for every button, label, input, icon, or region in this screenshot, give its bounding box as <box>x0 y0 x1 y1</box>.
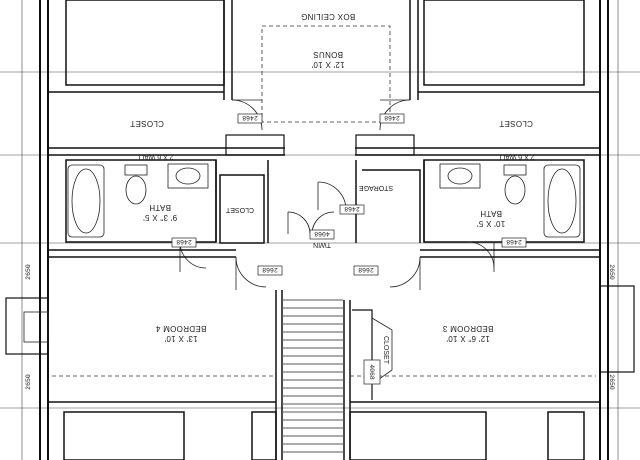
right-window-bay <box>599 285 635 373</box>
box-ceiling-label: BOX CEILING <box>301 12 355 21</box>
bath-left-label: BATH <box>149 203 171 212</box>
svg-text:2468: 2468 <box>506 238 522 245</box>
wall-left-label: 2 X 6 WALL <box>136 153 173 160</box>
hall-doors <box>287 181 347 235</box>
window-tag-left-lower: 2650 <box>25 374 32 390</box>
svg-text:4068: 4068 <box>314 230 330 237</box>
window-tag-left-upper: 2650 <box>25 264 32 280</box>
sink-left-icon <box>167 163 209 189</box>
door-tag-closet-right: 2468 <box>379 113 405 124</box>
sink-right-icon <box>439 163 481 189</box>
toilet-left-icon <box>124 164 148 205</box>
closet-small-label: CLOSET <box>382 336 389 365</box>
svg-text:2468: 2468 <box>242 114 258 121</box>
door-tag-twin: 4068 <box>309 229 335 240</box>
door-tag-closet-small: 4068 <box>363 359 381 385</box>
closet-right-label: CLOSET <box>499 119 533 128</box>
bedroom-doors <box>235 256 421 290</box>
svg-text:2668: 2668 <box>358 266 374 273</box>
door-tag-storage: 2468 <box>339 204 365 215</box>
door-tag-closet-left: 2468 <box>237 113 263 124</box>
upper-walls <box>48 0 600 156</box>
bonus-room-label: BONUS <box>313 50 343 59</box>
window-tag-right-lower: 2650 <box>608 374 615 390</box>
svg-text:2468: 2468 <box>176 238 192 245</box>
left-window-bay <box>5 297 49 355</box>
bath-left-size: 9' 3" X 5' <box>143 213 177 222</box>
bedroom3-label: BEDROOM 3 <box>442 324 493 333</box>
door-tag-bath-left: 2468 <box>171 237 197 248</box>
upper-closet-doors <box>225 99 415 156</box>
exterior-walls <box>39 0 609 460</box>
bonus-room-outline <box>261 25 391 123</box>
bathtub-left <box>67 164 105 238</box>
bath-right-label: BATH <box>480 209 502 218</box>
bathtub-right <box>543 164 581 238</box>
bath-right-size: 10' X 5' <box>477 219 506 228</box>
storage-label: STORAGE <box>359 184 393 191</box>
stairs <box>283 299 343 453</box>
twin-label: TWIN <box>313 241 331 248</box>
bedroom3-size: 12' 6" X 10' <box>446 334 490 343</box>
svg-text:4068: 4068 <box>368 364 375 380</box>
toilet-right-icon <box>503 164 527 205</box>
window-tag-right-upper: 2650 <box>608 264 615 280</box>
door-tag-bath-right: 2468 <box>501 237 527 248</box>
closet-mid-label: CLOSET <box>225 206 254 213</box>
svg-text:2468: 2468 <box>344 205 360 212</box>
door-tag-bedroom3: 2668 <box>353 265 379 276</box>
closet-left-label: CLOSET <box>130 119 164 128</box>
bedroom4-label: BEDROOM 4 <box>155 324 206 333</box>
svg-text:2468: 2468 <box>384 114 400 121</box>
bedroom-walls <box>48 249 600 460</box>
door-tag-bedroom4: 2668 <box>257 265 283 276</box>
bedroom4-size: 13' X 10' <box>164 334 198 343</box>
wall-right-label: 2 X 6 WALL <box>497 153 534 160</box>
svg-text:2668: 2668 <box>262 266 278 273</box>
bonus-room-size: 12' X 10' <box>311 60 345 69</box>
